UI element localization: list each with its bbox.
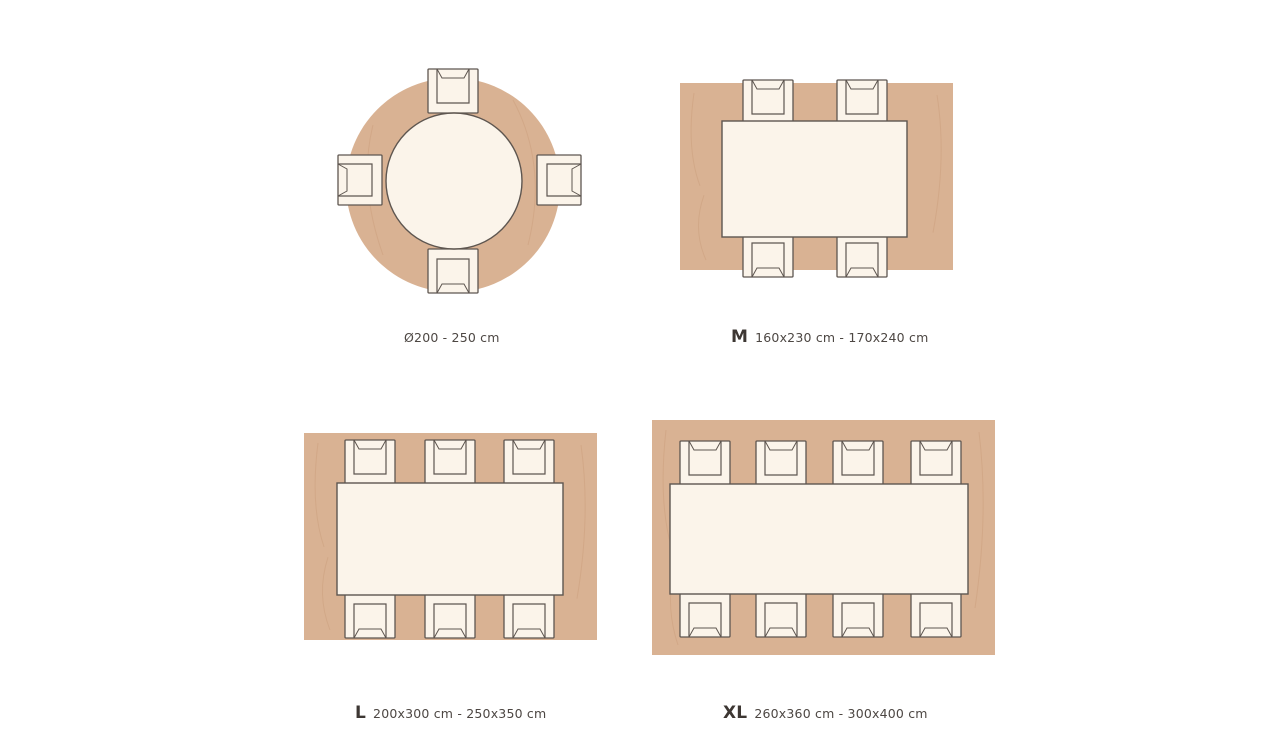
m-dimensions: 160x230 cm - 170x240 cm bbox=[755, 330, 929, 345]
m-layout bbox=[680, 79, 953, 278]
chair-top-1 bbox=[742, 79, 794, 125]
l-caption: L 200x300 cm - 250x350 cm bbox=[355, 703, 546, 723]
round-layout bbox=[337, 68, 582, 294]
chair-bottom bbox=[427, 248, 479, 294]
chair-bottom-2 bbox=[424, 593, 476, 639]
chair-bottom-1 bbox=[679, 592, 731, 638]
table bbox=[336, 482, 564, 596]
chair-bottom-2 bbox=[836, 232, 888, 278]
chair-top-1 bbox=[344, 439, 396, 485]
chair-bottom-1 bbox=[742, 232, 794, 278]
chair-top-4 bbox=[910, 440, 962, 486]
l-dimensions: 200x300 cm - 250x350 cm bbox=[373, 706, 547, 721]
chair-bottom-3 bbox=[503, 593, 555, 639]
round-dimensions: Ø200 - 250 cm bbox=[404, 330, 500, 345]
round-caption: Ø200 - 250 cm bbox=[404, 330, 500, 345]
chair-top-2 bbox=[424, 439, 476, 485]
chair-top bbox=[427, 68, 479, 114]
table bbox=[669, 483, 969, 595]
l-size-label: L bbox=[355, 703, 367, 723]
m-size-label: M bbox=[731, 327, 749, 347]
chair-top-2 bbox=[836, 79, 888, 125]
xl-dimensions: 260x360 cm - 300x400 cm bbox=[754, 706, 928, 721]
xl-size-label: XL bbox=[723, 703, 748, 723]
chair-bottom-2 bbox=[755, 592, 807, 638]
chair-bottom-3 bbox=[832, 592, 884, 638]
chair-top-3 bbox=[832, 440, 884, 486]
m-caption: M 160x230 cm - 170x240 cm bbox=[731, 327, 928, 347]
chair-left bbox=[337, 154, 383, 206]
rug-texture bbox=[690, 92, 942, 261]
chair-top-2 bbox=[755, 440, 807, 486]
chair-bottom-1 bbox=[344, 593, 396, 639]
xl-layout bbox=[652, 420, 995, 655]
chair-right bbox=[536, 154, 582, 206]
rug-texture bbox=[314, 442, 586, 631]
chair-top-3 bbox=[503, 439, 555, 485]
chair-top-1 bbox=[679, 440, 731, 486]
table bbox=[721, 120, 908, 238]
l-layout bbox=[304, 433, 597, 640]
round-table bbox=[385, 112, 523, 250]
chair-bottom-4 bbox=[910, 592, 962, 638]
xl-caption: XL 260x360 cm - 300x400 cm bbox=[723, 703, 928, 723]
